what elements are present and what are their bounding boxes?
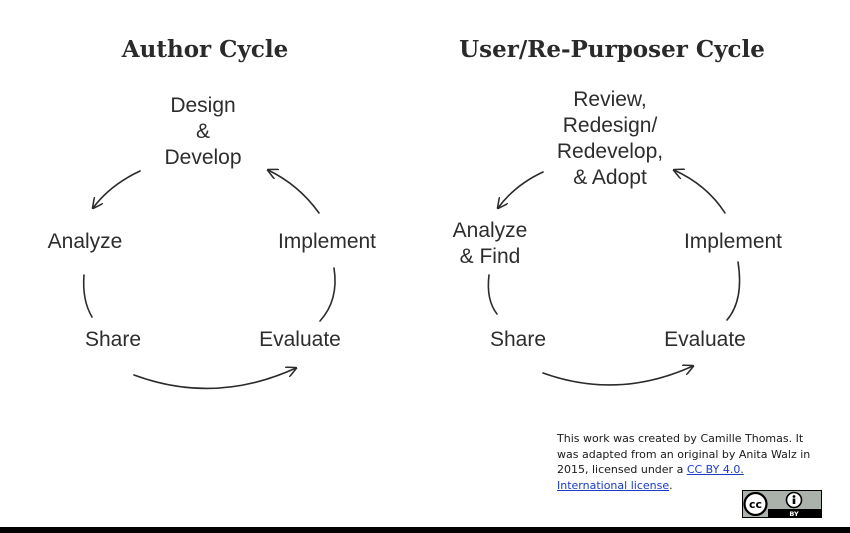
author-arrow-design-to-analyze (93, 170, 141, 208)
author-arrow-implement-to-design (268, 170, 320, 214)
user-cycle-title: User/Re-Purposer Cycle (459, 36, 765, 63)
attribution-text: This work was created by Camille Thomas.… (557, 431, 825, 493)
user-line-analyze-to-share (487, 274, 498, 315)
node-line: Review, (573, 88, 647, 111)
author-node-share: Share (84, 328, 142, 351)
node-line: & Adopt (573, 166, 647, 189)
user-line-evaluate-to-implement (726, 261, 741, 321)
cc-label: cc (749, 498, 762, 511)
bottom-border (0, 527, 850, 533)
author-node-design-develop: Design & Develop (143, 93, 263, 171)
user-node-evaluate: Evaluate (664, 328, 746, 351)
attribution-period: . (669, 478, 673, 492)
attribution-body: This work was created by Camille Thomas.… (557, 432, 811, 476)
cc-by-license-badge[interactable]: cc BY (742, 490, 822, 518)
author-line-evaluate-to-implement (319, 267, 336, 322)
user-arrow-review-to-analyze (498, 171, 544, 208)
international-license-link[interactable]: International license (557, 478, 670, 492)
cc-by-link[interactable]: CC BY 4.0. (686, 463, 744, 476)
author-node-analyze: Analyze (35, 229, 135, 255)
user-node-implement: Implement (683, 230, 783, 253)
by-label: BY (789, 510, 799, 518)
node-line: Redesign/ (562, 114, 658, 137)
node-line: Analyze (452, 219, 528, 242)
node-line: Design (170, 94, 236, 117)
user-arrow-implement-to-review (674, 170, 726, 214)
node-line: Develop (164, 146, 242, 169)
user-node-analyze-find: Analyze & Find (440, 218, 540, 270)
node-line: Analyze (47, 230, 123, 253)
node-line: Redevelop, (556, 140, 664, 163)
author-line-analyze-to-share (82, 274, 93, 318)
node-line: & Find (459, 245, 521, 268)
author-node-evaluate: Evaluate (259, 328, 341, 351)
user-node-review-redesign-adopt: Review, Redesign/ Redevelop, & Adopt (540, 87, 680, 191)
node-line: & (195, 120, 210, 143)
author-cycle-title: Author Cycle (121, 36, 289, 63)
user-node-share: Share (489, 328, 547, 351)
author-arrow-share-to-evaluate (133, 368, 296, 390)
user-arrow-share-to-evaluate (542, 366, 693, 386)
author-node-implement: Implement (277, 230, 377, 253)
